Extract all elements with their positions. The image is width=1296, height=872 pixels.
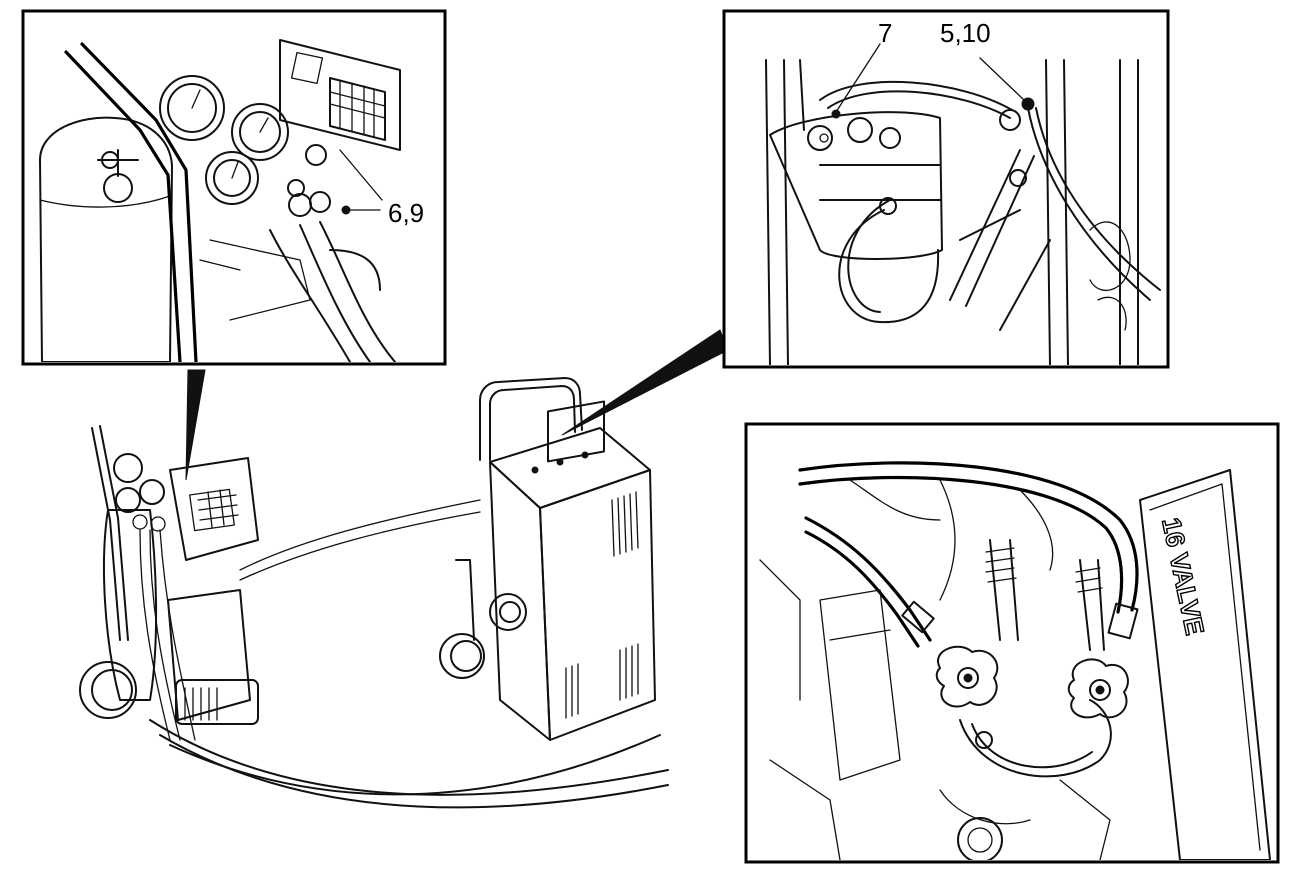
service-valve-left [935, 645, 999, 708]
service-valve-right [1067, 658, 1129, 719]
callout-7: 7 [878, 18, 892, 48]
recovery-station [439, 377, 656, 741]
inset-service-port: 7 5,10 [722, 9, 1170, 369]
vent-grille [565, 491, 639, 719]
inset-manifold-gauges: 6,9 [21, 9, 447, 366]
keypad-grid [197, 489, 239, 528]
main-scene [79, 377, 669, 809]
inset-engine-bay: 16 VALVE [744, 422, 1280, 864]
charging-trolley [79, 425, 259, 741]
callout-6-9: 6,9 [388, 198, 424, 228]
callout-5-10: 5,10 [940, 18, 991, 48]
floor-hoses [149, 499, 669, 809]
